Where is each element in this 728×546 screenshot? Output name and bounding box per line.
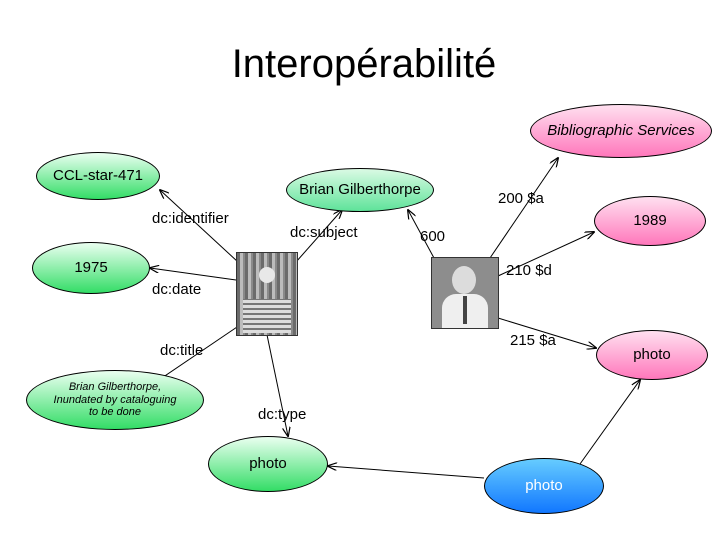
arrow-type: [265, 329, 288, 436]
edge-label-200a: 200 $a: [498, 190, 544, 207]
edge-label-identifier: dc:identifier: [152, 210, 229, 227]
portrait-tie: [463, 296, 467, 324]
arrow-blue-to-photo: [328, 466, 485, 479]
portrait-head: [452, 266, 476, 294]
slide-title: Interopérabilité: [231, 42, 497, 86]
arrow-600: [408, 210, 435, 259]
arrow-210d: [497, 232, 594, 277]
edge-label-subject: dc:subject: [290, 224, 358, 241]
node-1989[interactable]: 1989: [594, 196, 706, 246]
arrow-subject: [295, 210, 342, 263]
node-title-note[interactable]: Brian Gilberthorpe, Inundated by catalog…: [26, 370, 204, 430]
edge-label-210d: 210 $d: [506, 262, 552, 279]
arrow-200a: [489, 158, 558, 259]
node-photo-blue[interactable]: photo: [484, 458, 604, 514]
edge-label-215a: 215 $a: [510, 332, 556, 349]
portrait-photo: [431, 257, 499, 329]
edge-label-type: dc:type: [258, 406, 307, 423]
node-photo-pink[interactable]: photo: [596, 330, 708, 380]
node-photo-type[interactable]: photo: [208, 436, 328, 492]
arrow-date: [150, 268, 237, 281]
node-subject[interactable]: Brian Gilberthorpe: [286, 168, 434, 212]
arrow-blue-to-photo-right: [579, 380, 640, 465]
book-stack: [243, 299, 291, 333]
library-photo: [236, 252, 298, 336]
person-figure: [259, 267, 275, 283]
node-ccl-star-471[interactable]: CCL-star-471: [36, 152, 160, 200]
edge-label-600: 600: [420, 228, 446, 245]
edge-label-title: dc:title: [160, 342, 204, 359]
node-bibliographic-services[interactable]: Bibliographic Services: [530, 104, 712, 158]
arrow-215a: [497, 317, 596, 348]
arrow-identifier: [160, 190, 239, 263]
node-1975[interactable]: 1975: [32, 242, 150, 294]
edge-label-date: dc:date: [152, 281, 202, 298]
